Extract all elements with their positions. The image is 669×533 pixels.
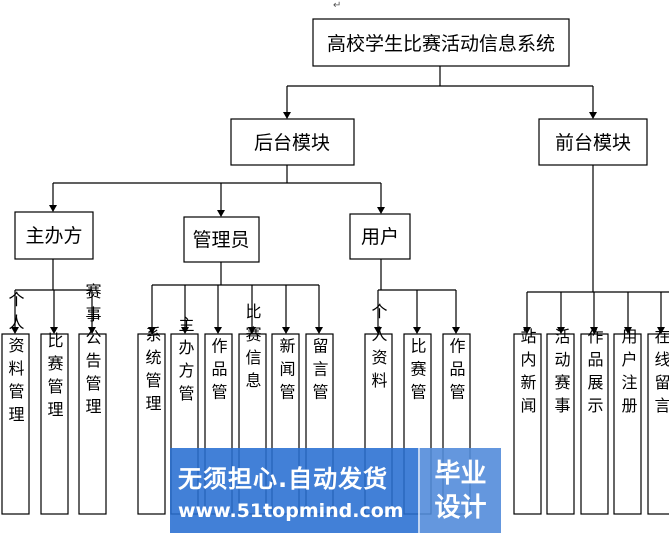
role-admin-label: 管理员 — [192, 229, 249, 251]
leaf-frontend-1: 站内新闻 — [518, 328, 537, 420]
leaf-frontend-5: 在线留言 — [652, 328, 669, 420]
paragraph-mark: ↵ — [333, 0, 341, 11]
leaf-organizer-3: 赛事公告管理 — [83, 282, 102, 421]
leaf-frontend-2: 活动赛事 — [552, 328, 571, 420]
leaf-admin-4: 比赛信息 — [243, 303, 262, 395]
watermark-badge-top: 毕业 — [434, 458, 487, 489]
node-root: 高校学生比赛活动信息系统 — [312, 18, 570, 67]
role-organizer-label: 主办方 — [25, 225, 82, 247]
backend-module-label: 后台模块 — [254, 132, 330, 154]
leaf-frontend-3: 作品展示 — [585, 328, 604, 420]
leaf-admin-6: 留言管 — [310, 338, 329, 407]
leaf-user-1: 个人资料 — [369, 303, 388, 395]
leaf-user-2: 比赛管 — [408, 338, 427, 407]
node-backend-module: 后台模块 — [230, 118, 355, 166]
leaf-frontend-4: 用户注册 — [619, 328, 638, 420]
watermark-badge: 毕业 设计 — [418, 448, 501, 533]
leaf-organizer-1: 个人资料管理 — [6, 291, 25, 429]
node-role-organizer: 主办方 — [14, 211, 94, 260]
role-user-label: 用户 — [361, 226, 399, 248]
connector-lines — [14, 66, 669, 333]
watermark-slogan: 无须担心.自动发货 — [178, 465, 389, 493]
leaf-admin-1: 系统管理 — [143, 326, 162, 418]
watermark-text: 无须担心.自动发货 www.51topmind.com — [170, 448, 418, 533]
node-role-admin: 管理员 — [183, 216, 260, 263]
leaf-admin-2: 主办方管 — [176, 316, 195, 408]
watermark-url: www.51topmind.com — [178, 500, 404, 522]
root-label: 高校学生比赛活动信息系统 — [327, 33, 555, 55]
watermark-banner: 无须担心.自动发货 www.51topmind.com 毕业 设计 — [170, 448, 501, 533]
leaf-user-3: 作品管 — [447, 338, 466, 407]
node-frontend-module: 前台模块 — [538, 118, 648, 166]
leaf-admin-5: 新闻管 — [277, 338, 296, 407]
frontend-module-label: 前台模块 — [555, 132, 631, 154]
node-role-user: 用户 — [349, 213, 411, 260]
arrowheads — [11, 112, 665, 334]
watermark-badge-bottom: 设计 — [434, 492, 487, 523]
leaf-organizer-2: 比赛管理 — [45, 332, 64, 424]
leaf-admin-3: 作品管 — [209, 338, 228, 407]
